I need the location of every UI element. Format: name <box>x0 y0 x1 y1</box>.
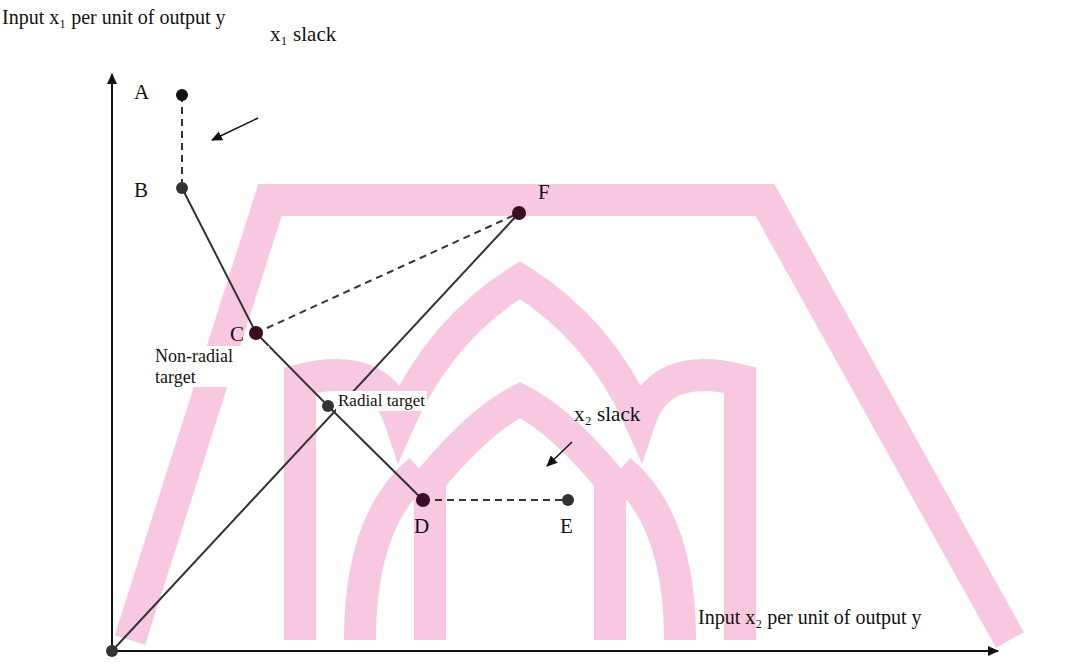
point-label: A <box>134 80 149 104</box>
slack-label: x₁ slack <box>270 22 336 46</box>
axes <box>112 74 998 651</box>
data-points <box>106 89 574 657</box>
slack-label: x₂ slack <box>574 402 640 426</box>
leader-arrows <box>212 118 572 466</box>
point-label: D <box>414 514 429 538</box>
axis-title: Input x₁ per unit of output y <box>2 6 226 29</box>
point-label: B <box>134 178 148 202</box>
point-label: E <box>560 514 573 538</box>
point-label: C <box>230 322 244 346</box>
axis-title: Input x₂ per unit of output y <box>698 606 922 629</box>
frontier-lines <box>112 188 519 651</box>
target-label: Radial target <box>336 391 427 411</box>
target-label: Non-radial target <box>153 346 269 387</box>
slack-lines <box>182 95 568 500</box>
point-label: F <box>538 180 550 204</box>
watermark <box>130 200 1010 640</box>
